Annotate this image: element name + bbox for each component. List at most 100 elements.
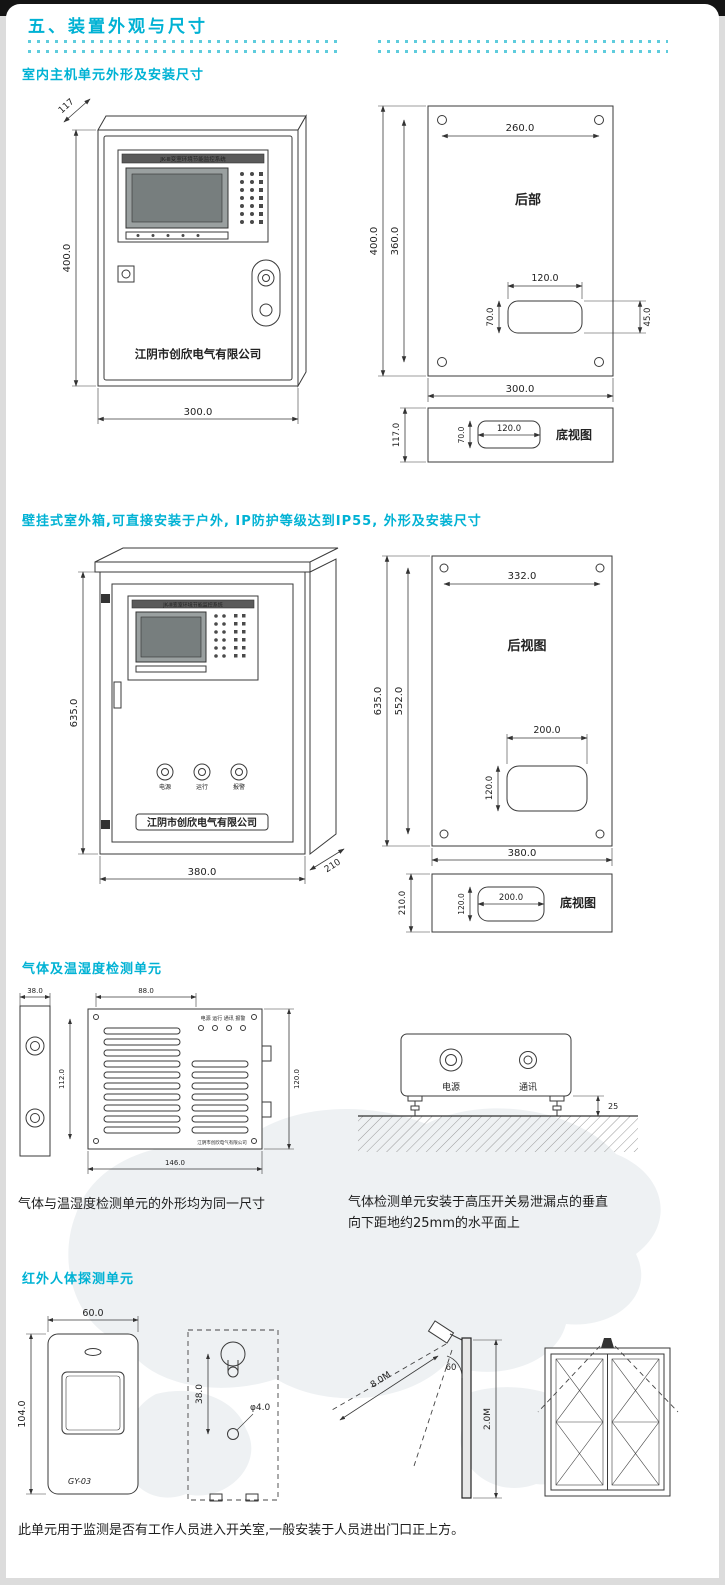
caption-right-line1: 气体检测单元安装于高压开关易泄漏点的垂直 — [348, 1195, 609, 1210]
detector-body: 电源 通讯 — [400, 1033, 572, 1097]
dim-label: 120.0 — [485, 776, 495, 800]
rear-width-dimension: 332.0 — [443, 571, 601, 587]
caption-right: 气体检测单元安装于高压开关易泄漏点的垂直 向下距地约25mm的水平面上 — [348, 1192, 696, 1235]
dim-label: 210.0 — [398, 891, 408, 915]
width-dimension: 380.0 — [99, 856, 306, 884]
rear-height-dimensions: 400.0 360.0 — [369, 105, 426, 377]
rear-panel — [431, 555, 613, 847]
width-dimension: 146.0 — [87, 1151, 263, 1174]
led-labels: 电源 运行 通讯 报警 — [201, 1015, 246, 1022]
dim-label: φ4.0 — [250, 1403, 271, 1413]
display-unit: JK-Ⅲ变室环境节能监控系统 — [117, 149, 269, 243]
doorway-view — [537, 1338, 679, 1497]
section1-heading: 室内主机单元外形及安装尺寸 — [22, 68, 205, 83]
dim-height-label: 400.0 — [62, 244, 73, 273]
caption-right-line2: 向下距地约25mm的水平面上 — [348, 1216, 520, 1232]
depth-dimension: 210 — [309, 848, 345, 875]
depth-dimension: 117 — [57, 97, 91, 123]
unit-body — [87, 1008, 263, 1150]
bottom-view: 210.0 120.0 200.0 底视图 — [398, 873, 613, 933]
gas-unit-mounting-drawing: 电源 通讯 25 — [358, 1033, 638, 1152]
gap-dimension: 25 — [573, 1095, 618, 1117]
dotted-divider — [378, 50, 668, 53]
dim-label: 70.0 — [457, 426, 466, 443]
angle-label: 60 — [446, 1363, 457, 1373]
top-dimension: 88.0 — [95, 987, 197, 1007]
dim-label: 60.0 — [82, 1308, 103, 1319]
comm-label: 通讯 — [519, 1082, 537, 1093]
brand-small-text: 江阴市创欣电气有限公司 — [197, 1139, 247, 1146]
dim-label: 25 — [608, 1102, 618, 1111]
flange-width-dimension: 38.0 — [19, 987, 51, 1006]
detector-front-view: GY-03 — [47, 1333, 139, 1495]
dim-label: 380.0 — [188, 867, 217, 878]
dim-label: 38.0 — [195, 1384, 205, 1404]
dim-label: 635.0 — [70, 699, 80, 728]
knob-label: 运行 — [196, 783, 208, 791]
dim-label: 260.0 — [506, 123, 535, 134]
dim-label: 200.0 — [499, 893, 523, 903]
dim-label: 146.0 — [165, 1159, 185, 1167]
bottom-view-label: 底视图 — [556, 427, 592, 442]
screen-title: JK-Ⅲ变室环境节能监控系统 — [162, 602, 222, 609]
rear-cable-hole: 120.0 70.0 45.0 — [486, 273, 653, 334]
dim-label: 45.0 — [643, 308, 653, 327]
indoor-front-view-drawing: 117 JK-Ⅲ变室环境节能监控系统 — [57, 97, 307, 424]
dim-label: 635.0 — [373, 687, 384, 716]
dotted-divider — [28, 50, 338, 53]
front-height-dimension: 104.0 — [17, 1333, 46, 1495]
infrared-unit-drawing: 60.0 GY-03 104.0 — [17, 1308, 679, 1502]
brand-plate: 江阴市创欣电气有限公司 — [135, 813, 269, 831]
vent-slots-left — [103, 1027, 181, 1134]
bottom-view-label: 底视图 — [560, 895, 596, 910]
install-geometry: 8.0M 60 2.0M — [331, 1320, 502, 1499]
rear-bottom-width-dimension: 300.0 — [427, 378, 614, 402]
vent-slots-right — [191, 1060, 249, 1134]
mounting-bolts — [407, 1095, 565, 1116]
mounting-plate: 38.0 φ4.0 — [187, 1329, 279, 1502]
cabinet-outline — [94, 547, 339, 856]
dim-label: 104.0 — [17, 1400, 28, 1427]
knob-label: 电源 — [159, 783, 171, 791]
outdoor-rear-bottom-view-drawing: 后视图 332.0 635.0 552.0 200.0 120.0 — [373, 555, 613, 933]
height-left-dimension: 112.0 — [58, 1018, 72, 1140]
page-title: 五、装置外观与尺寸 — [28, 17, 208, 37]
mounting-flange — [19, 1005, 51, 1157]
outdoor-front-view-drawing: JK-Ⅲ变室环境节能监控系统 — [70, 547, 345, 884]
door-knobs: 电源 运行 报警 — [156, 763, 248, 791]
height-dimension: 635.0 — [70, 571, 98, 855]
front-button — [117, 265, 135, 283]
dim-label: 88.0 — [138, 987, 154, 995]
dim-label: 332.0 — [508, 571, 537, 582]
caption-bottom: 此单元用于监测是否有工作人员进入开关室,一般安装于人员进出门口正上方。 — [18, 1523, 465, 1538]
dim-label: 360.0 — [390, 227, 401, 256]
dim-label: 112.0 — [58, 1069, 66, 1089]
rear-width-dimension: 260.0 — [441, 123, 600, 139]
key-row-dots — [136, 234, 200, 237]
rear-label: 后视图 — [507, 638, 546, 654]
section4-heading: 红外人体探测单元 — [22, 1272, 135, 1287]
caption-left: 气体与温湿度检测单元的外形均为同一尺寸 — [18, 1197, 266, 1212]
rear-height-dimensions: 635.0 552.0 — [373, 555, 430, 847]
rear-cable-hole: 200.0 120.0 — [485, 725, 588, 812]
width-dimension: 300.0 — [97, 388, 299, 424]
section2-heading: 壁挂式室外箱,可直接安装于户外, IP防护等级达到IP55, 外形及安装尺寸 — [22, 514, 482, 529]
rear-bottom-width-dimension: 380.0 — [431, 848, 613, 866]
dim-label: 120.0 — [497, 424, 521, 434]
connector-plate — [251, 259, 281, 327]
display-indicator-grid — [240, 172, 263, 224]
mounting-surface — [358, 1115, 638, 1152]
dim-label: 2.0M — [483, 1408, 493, 1430]
indoor-rear-bottom-view-drawing: 后部 260.0 400.0 360.0 120.0 70.0 — [369, 105, 653, 463]
power-label: 电源 — [442, 1081, 460, 1093]
knob-label: 报警 — [233, 783, 245, 791]
model-label: GY-03 — [68, 1477, 91, 1486]
dim-label: 117.0 — [392, 423, 402, 447]
door-handle — [113, 681, 122, 709]
brand-text: 江阴市创欣电气有限公司 — [135, 347, 262, 361]
height-right-dimension: 120.0 — [264, 1008, 301, 1150]
document-page: 五、装置外观与尺寸 室内主机单元外形及安装尺寸 117 JK-Ⅲ变室环境节能监控… — [6, 4, 719, 1578]
rear-label: 后部 — [515, 192, 541, 208]
dim-label: 300.0 — [506, 384, 535, 395]
